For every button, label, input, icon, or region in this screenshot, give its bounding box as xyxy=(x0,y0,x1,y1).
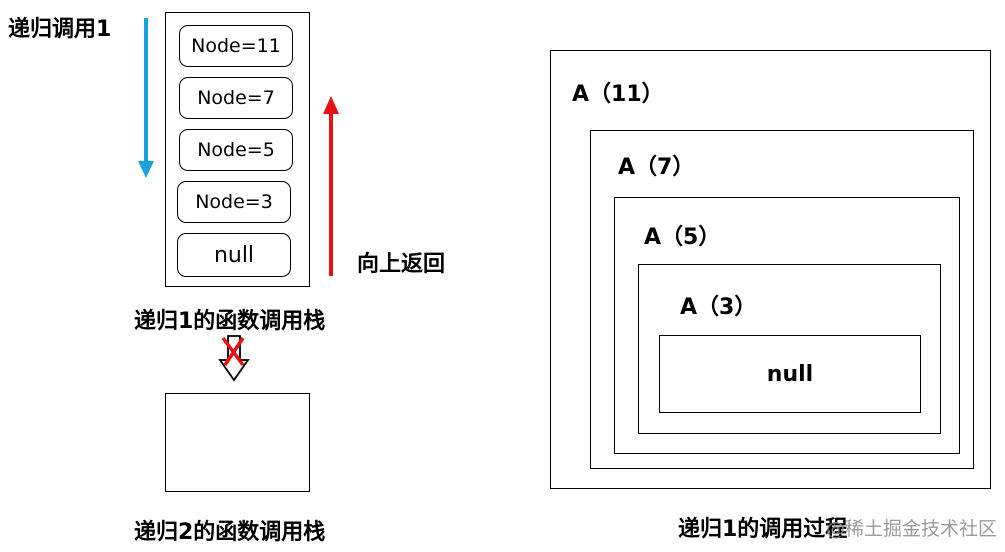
stack2-caption: 递归2的函数调用栈 xyxy=(134,520,326,545)
call-process-caption: 递归1的调用过程 xyxy=(678,517,848,542)
stack-node-3: Node=3 xyxy=(177,181,291,223)
recursion-call-title: 递归调用1 xyxy=(8,17,112,42)
stack-node-7: Node=7 xyxy=(179,77,293,119)
return-up-label: 向上返回 xyxy=(357,252,446,277)
up-arrow-icon xyxy=(323,96,339,276)
call-stack-2 xyxy=(165,393,310,492)
stack1-caption: 递归1的函数调用栈 xyxy=(134,309,326,334)
call-level-3-label: A（3） xyxy=(680,295,757,320)
call-level-11-label: A（11） xyxy=(572,82,664,107)
call-level-5-label: A（5） xyxy=(644,225,721,250)
stack-node-null: null xyxy=(177,233,291,277)
call-level-7-label: A（7） xyxy=(618,155,695,180)
watermark: @稀土掘金技术社区 xyxy=(826,518,998,540)
cross-icon xyxy=(221,336,245,367)
call-level-null: null xyxy=(659,335,921,413)
down-arrow-icon xyxy=(138,18,154,178)
stack-node-11: Node=11 xyxy=(179,25,293,67)
stack-node-5: Node=5 xyxy=(179,129,293,171)
